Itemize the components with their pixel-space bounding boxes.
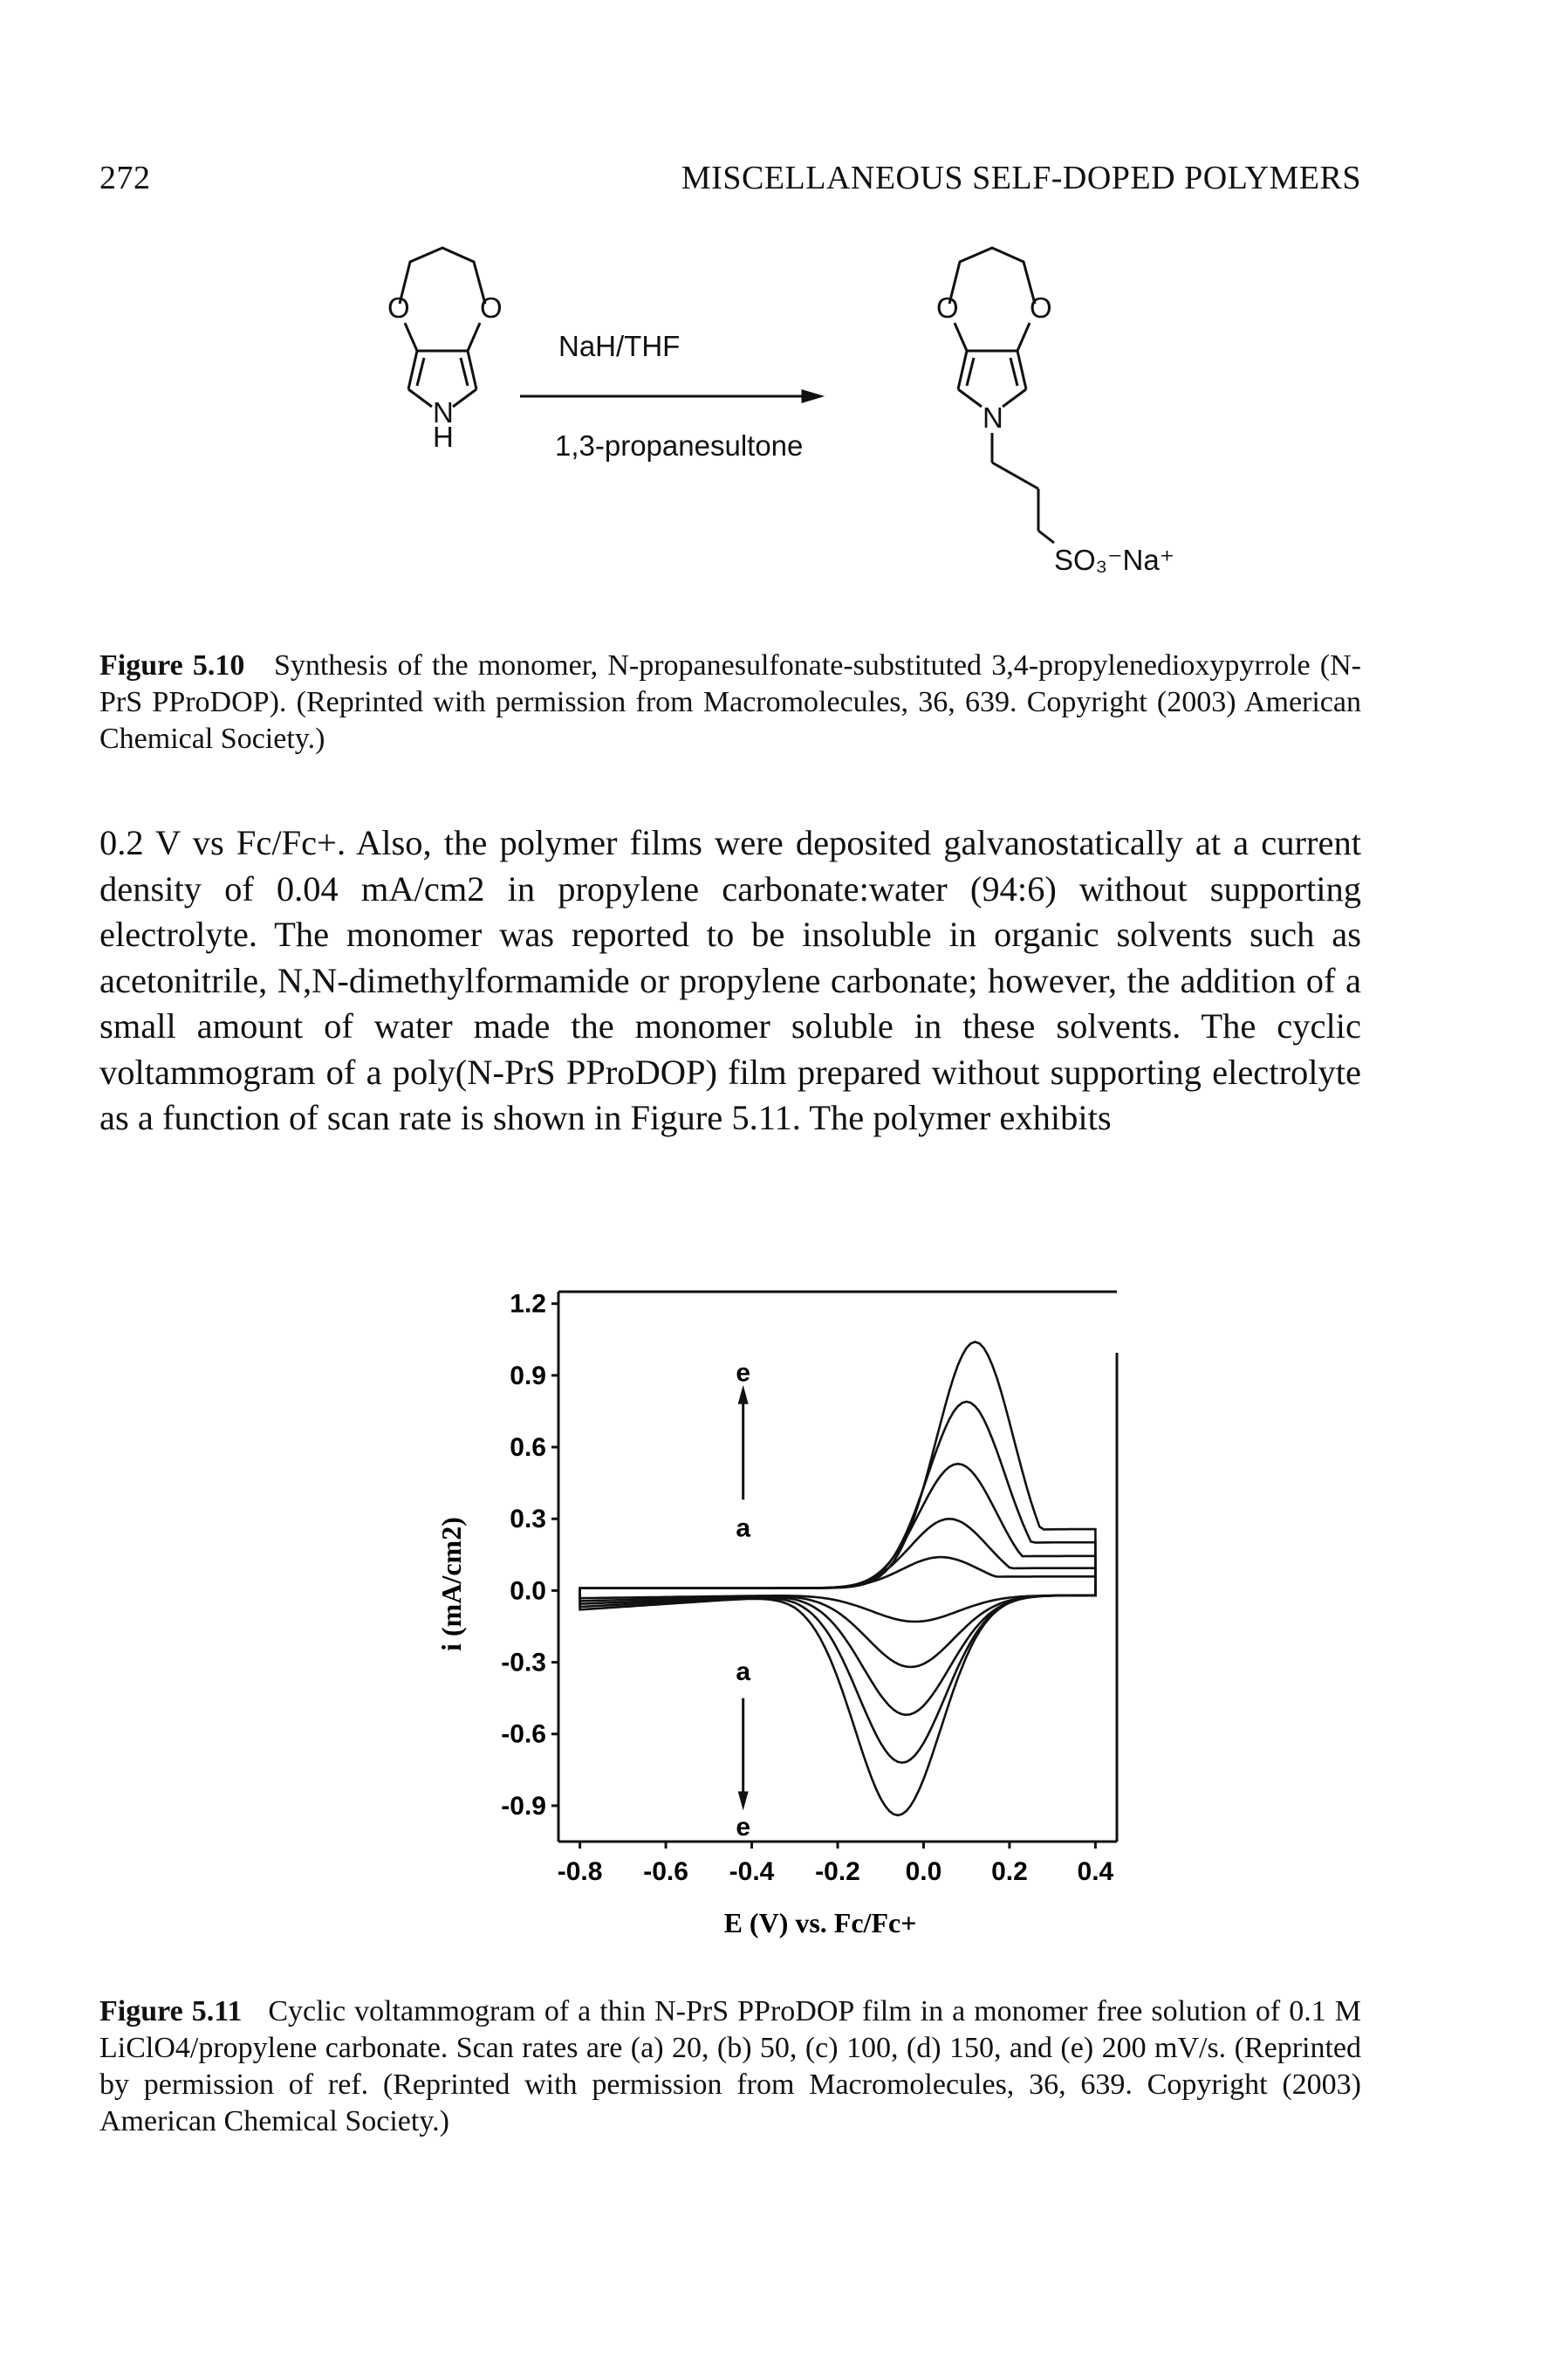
reactant-oxygen-right: O	[480, 292, 503, 324]
body-paragraph: 0.2 V vs Fc/Fc+. Also, the polymer films…	[99, 820, 1361, 1142]
figure-5-10-label: Figure 5.10	[99, 649, 245, 682]
reagent-bottom-label: 1,3-propanesultone	[555, 429, 804, 462]
product-oxygen-left: O	[936, 292, 959, 324]
product-nitrogen: N	[983, 401, 1003, 434]
x-tick-label: 0.0	[906, 1857, 942, 1886]
body-paragraph-text: 0.2 V vs Fc/Fc+. Also, the polymer films…	[99, 823, 1361, 1137]
annotation-upper-arrowhead	[737, 1384, 749, 1404]
y-tick-label: 1.2	[510, 1290, 546, 1319]
running-header: 272 MISCELLANEOUS SELF-DOPED POLYMERS	[99, 147, 1361, 199]
cv-curve-b	[579, 1517, 1097, 1669]
figure-5-11-caption: Figure 5.11 Cyclic voltammogram of a thi…	[99, 1993, 1361, 2140]
annotation-upper-a: a	[736, 1513, 750, 1542]
reaction-scheme-drawing	[398, 246, 1055, 545]
annotation-lower-e: e	[736, 1813, 750, 1842]
x-tick-label: 0.4	[1078, 1857, 1114, 1886]
page-number: 272	[99, 160, 151, 196]
y-tick-label: 0.3	[510, 1505, 546, 1533]
y-tick-label: 0.6	[510, 1433, 546, 1462]
figure-5-10-text: Synthesis of the monomer, N-propanesulfo…	[99, 649, 1361, 755]
reactant-dioxepine-ring	[398, 246, 487, 305]
y-tick-label: -0.6	[501, 1720, 546, 1749]
figure-5-11-text: Cyclic voltammogram of a thin N-PrS PPro…	[99, 1995, 1361, 2137]
reaction-scheme: O O N H NaH/THF 1,3-propanesultone O O N…	[349, 236, 1274, 602]
x-tick-label: -0.2	[815, 1857, 860, 1886]
reagent-top-label: NaH/THF	[558, 330, 681, 362]
chart-axes	[551, 1290, 1119, 1849]
cyclic-voltammogram-plot: 1.2 0.9 0.6 0.3 0.0 -0.3 -0.6 -0.9 -0.8 -0.6 -0.4 -…	[436, 1290, 1119, 1938]
x-tick-label: 0.2	[991, 1857, 1028, 1886]
y-axis-title: i (mA/cm2)	[436, 1517, 467, 1651]
x-tick-label: -0.6	[643, 1857, 688, 1886]
x-tick-label: -0.8	[558, 1857, 603, 1886]
figure-5-11-chart: 1.2 0.9 0.6 0.3 0.0 -0.3 -0.6 -0.9 -0.8 -0.6 -0.4 -…	[436, 1266, 1152, 1946]
reactant-nitrogen: N	[433, 396, 454, 429]
cv-curve-e	[579, 1341, 1097, 1817]
y-tick-label: -0.9	[501, 1792, 546, 1821]
annotation-upper-e: e	[736, 1358, 750, 1387]
chart-annotations: e a a e	[736, 1358, 750, 1841]
y-tick-label: 0.0	[510, 1576, 546, 1605]
chart-tick-labels: 1.2 0.9 0.6 0.3 0.0 -0.3 -0.6 -0.9 -0.8 -0.6 -0.4 -…	[436, 1290, 1114, 1938]
product-sulfonate-group: SO₃⁻Na⁺	[1054, 544, 1175, 576]
x-axis-title: E (V) vs. Fc/Fc+	[724, 1907, 917, 1938]
chart-curves	[579, 1341, 1097, 1817]
annotation-lower-arrowhead	[737, 1791, 749, 1811]
annotation-lower-a: a	[736, 1657, 750, 1686]
reactant-hydrogen: H	[433, 421, 454, 453]
y-tick-label: 0.9	[510, 1362, 546, 1390]
running-head: MISCELLANEOUS SELF-DOPED POLYMERS	[681, 160, 1361, 196]
reactant-oxygen-left: O	[387, 292, 410, 324]
x-tick-label: -0.4	[729, 1857, 775, 1886]
figure-5-10-caption: Figure 5.10 Synthesis of the monomer, N-…	[99, 648, 1361, 758]
y-tick-label: -0.3	[501, 1649, 546, 1677]
product-oxygen-right: O	[1030, 292, 1052, 324]
figure-5-11-label: Figure 5.11	[99, 1995, 243, 2027]
